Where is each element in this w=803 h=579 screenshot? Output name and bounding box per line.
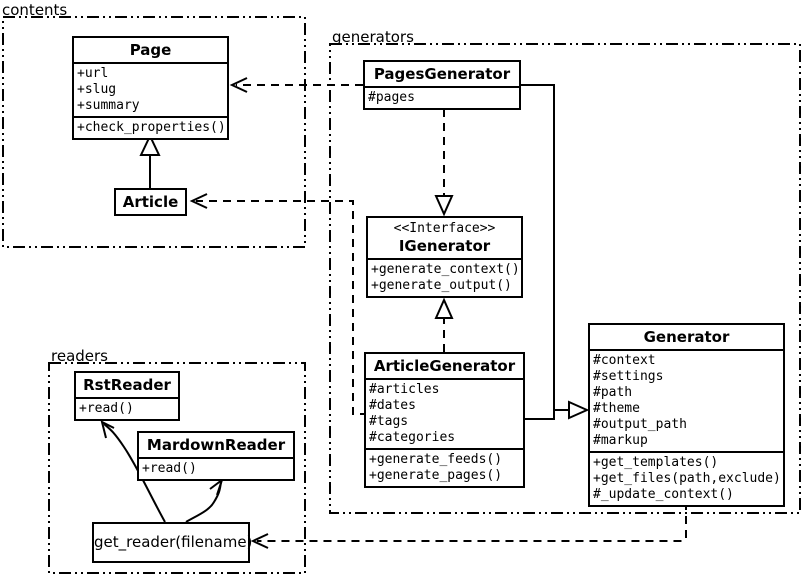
method: +generate_output() [371, 278, 512, 293]
class-articlegenerator-title: ArticleGenerator [373, 357, 516, 375]
class-mardownreader-methods: +read() [139, 457, 293, 479]
class-pagesgenerator-attributes: #pages [365, 86, 519, 108]
open-arrowhead [209, 477, 224, 496]
class-igenerator-stereotype: <<Interface>> [393, 221, 496, 236]
package-label-readers: readers [51, 347, 108, 365]
attribute: +summary [77, 98, 140, 113]
class-generator-methods: +get_templates() +get_files(path,exclude… [590, 451, 783, 505]
attribute: #tags [369, 414, 409, 429]
open-arrowhead [250, 533, 269, 549]
class-page-title: Page [129, 41, 172, 59]
edge-articlegenerator-to-article [189, 193, 368, 415]
attribute: #output_path [593, 417, 687, 432]
edge-generator-to-getreader [250, 502, 687, 549]
hollow-triangle [434, 297, 454, 319]
attribute: +slug [77, 82, 117, 97]
class-page-attributes: +url +slug +summary [74, 62, 227, 116]
package-label-contents: contents [2, 1, 68, 19]
attribute: #path [593, 385, 633, 400]
class-pagesgenerator: PagesGenerator #pages [363, 60, 521, 110]
class-pagesgenerator-title: PagesGenerator [373, 65, 511, 83]
class-articlegenerator-methods: +generate_feeds() +generate_pages() [366, 448, 523, 486]
edge-pagesgenerator-to-page [229, 77, 363, 93]
class-igenerator: <<Interface>> IGenerator +generate_conte… [366, 216, 523, 298]
class-igenerator-methods: +generate_context() +generate_output() [368, 258, 521, 296]
class-mardownreader-title: MardownReader [146, 436, 286, 454]
attribute: #theme [593, 401, 640, 416]
package-border-readers [48, 362, 306, 574]
edge-pagesgenerator-to-igenerator [434, 109, 454, 217]
method: +generate_feeds() [369, 452, 503, 467]
edge-pagesgenerator-to-generator [521, 84, 590, 420]
class-articlegenerator: ArticleGenerator #articles #dates #tags … [364, 352, 525, 488]
attribute: +url [77, 66, 109, 81]
method: +read() [79, 401, 134, 416]
class-generator-attributes: #context #settings #path #theme #output_… [590, 349, 783, 451]
method: +get_files(path,exclude) [593, 471, 781, 486]
method: +get_templates() [593, 455, 719, 470]
class-article-title: Article [122, 193, 179, 211]
package-border-contents [2, 16, 306, 248]
class-generator: Generator #context #settings #path #them… [588, 323, 785, 507]
edge-getreader-to-mardownreader [185, 477, 224, 523]
method: +read() [142, 461, 197, 476]
class-igenerator-title: IGenerator [398, 237, 491, 255]
package-border-generators [329, 43, 801, 514]
open-arrowhead [100, 420, 115, 439]
method: +generate_pages() [369, 468, 503, 483]
class-page: Page +url +slug +summary +check_properti… [72, 36, 229, 140]
edge-articlegenerator-to-generator [525, 410, 555, 420]
attribute: #markup [593, 433, 648, 448]
edge-article-to-page [139, 133, 161, 188]
attribute: #settings [593, 369, 664, 384]
package-label-generators: generators [332, 28, 414, 46]
function-get-reader: get_reader(filename) [92, 522, 252, 563]
class-articlegenerator-attributes: #articles #dates #tags #categories [366, 378, 523, 448]
open-arrowhead [229, 77, 248, 93]
attribute: #articles [369, 382, 440, 397]
hollow-triangle [139, 133, 161, 156]
attribute: #categories [369, 430, 456, 445]
edge-articlegenerator-to-igenerator [434, 297, 454, 352]
attribute: #dates [369, 398, 416, 413]
edge-getreader-to-rstreader [100, 420, 166, 523]
method: +check_properties() [77, 120, 226, 135]
open-arrowhead [189, 193, 208, 209]
class-rstreader-methods: +read() [76, 397, 178, 419]
class-generator-title: Generator [643, 328, 730, 346]
attribute: #pages [368, 90, 415, 105]
method: +generate_context() [371, 262, 520, 277]
hollow-triangle [568, 400, 590, 420]
class-rstreader: RstReader +read() [74, 371, 180, 421]
class-mardownreader: MardownReader +read() [137, 431, 295, 481]
class-page-methods: +check_properties() [74, 116, 227, 138]
attribute: #context [593, 353, 656, 368]
method: #_update_context() [593, 487, 734, 502]
class-article: Article [114, 188, 187, 216]
hollow-triangle [434, 195, 454, 217]
class-rstreader-title: RstReader [83, 376, 171, 394]
